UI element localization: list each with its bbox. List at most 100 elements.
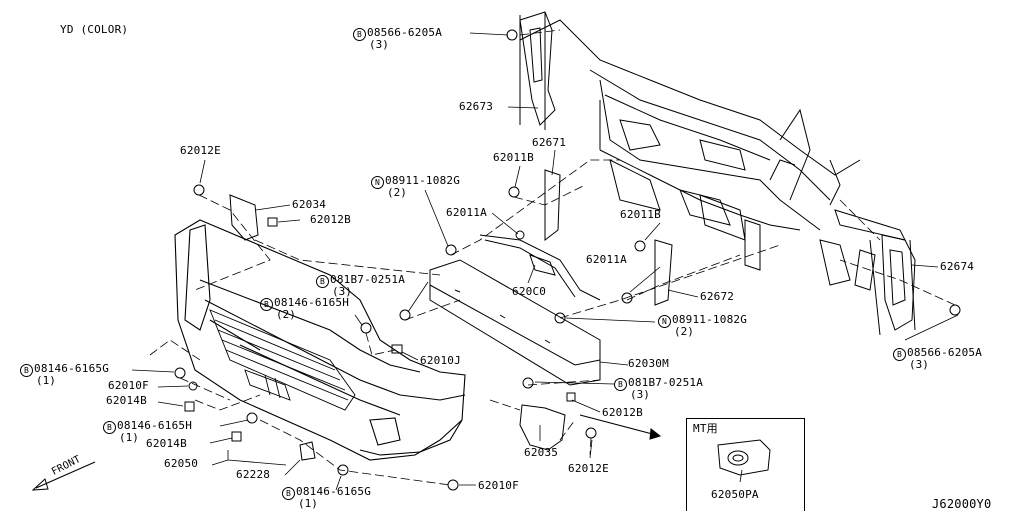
- callout-62012b: 62012B: [310, 214, 351, 226]
- callout-62672: 62672: [700, 291, 734, 303]
- callout-part-number: 08566-6205A: [907, 346, 983, 359]
- callout-quantity: (3): [332, 285, 352, 298]
- callout-62035: 62035: [524, 447, 558, 459]
- callout-part-number: 62671: [532, 136, 567, 149]
- fastener-prefix-icon: B: [614, 378, 627, 391]
- callout-part-number: 62010J: [420, 354, 461, 367]
- fog-bracket-62035: [519, 404, 566, 451]
- callout-quantity: (1): [119, 431, 139, 444]
- bracket-62673: [519, 11, 556, 130]
- arrow-line: [579, 414, 661, 437]
- bracket-62672: [654, 239, 673, 306]
- fastener-prefix-icon: B: [893, 348, 906, 361]
- plate-62228: [299, 441, 316, 461]
- callout-62014b: 62014B: [146, 438, 187, 450]
- callout-62011b: 62011B: [620, 209, 661, 221]
- variant-label: YD (COLOR): [60, 23, 129, 36]
- front-arrow-head: [31, 478, 49, 491]
- callout-part-number: 08911-1082G: [385, 174, 461, 187]
- bracket-62671: [544, 169, 561, 242]
- bumper-fascia: [174, 219, 466, 461]
- grille: [209, 309, 356, 411]
- callout-part-number: 62010F: [108, 379, 149, 392]
- fastener-prefix-icon: B: [260, 298, 273, 311]
- inset-box: MT用 62050PA: [686, 418, 805, 511]
- stay-620C0: [479, 234, 601, 301]
- callout-62010f: 62010F: [478, 480, 519, 492]
- callout-part-number: 62030M: [628, 357, 669, 370]
- callout-part-number: 62014B: [106, 394, 147, 407]
- callout-part-number: 62012B: [310, 213, 351, 226]
- callout-quantity: (3): [630, 388, 650, 401]
- callout-part-number: 62011B: [620, 208, 661, 221]
- callout-part-number: 08566-6205A: [367, 26, 443, 39]
- callout-quantity: (2): [276, 308, 296, 321]
- callout-part-number: 62014B: [146, 437, 187, 450]
- callout-part-number: 62011A: [586, 253, 627, 266]
- fastener-prefix-icon: B: [282, 487, 295, 500]
- callout-part-number: 62012E: [568, 462, 609, 475]
- callout-part-number: 62228: [236, 468, 271, 481]
- callout-part-number: 620C0: [512, 285, 547, 298]
- vehicle-frame: [519, 19, 906, 291]
- callout-62014b: 62014B: [106, 395, 147, 407]
- callout-part-number: 08146-6165H: [274, 296, 350, 309]
- callout-62011a: 62011A: [446, 207, 487, 219]
- assembly-lines: [149, 29, 956, 486]
- callout-part-number: 62012B: [602, 406, 643, 419]
- callout-62011b: 62011B: [493, 152, 534, 164]
- callout-part-number: 62674: [940, 260, 975, 273]
- callout-62034: 62034: [292, 199, 326, 211]
- callout-62673: 62673: [459, 101, 493, 113]
- callout-62228: 62228: [236, 469, 270, 481]
- leader-lines: [131, 32, 959, 491]
- fastener-prefix-icon: B: [353, 28, 366, 41]
- callout-part-number: 62034: [292, 198, 327, 211]
- callout-part-number: 08146-6165G: [296, 485, 372, 498]
- inset-part: 62050PA: [711, 488, 759, 501]
- bracket-62034: [229, 194, 259, 241]
- fastener-prefix-icon: B: [316, 275, 329, 288]
- callout-part-number: 62011B: [493, 151, 534, 164]
- callout-part-number: 62673: [459, 100, 494, 113]
- inset-title: MT用: [693, 422, 718, 435]
- bracket-62674: [869, 234, 916, 336]
- fastener-prefix-icon: B: [20, 364, 33, 377]
- callout-62011a: 62011A: [586, 254, 627, 266]
- callout-quantity: (1): [36, 374, 56, 387]
- callout-62010j: 62010J: [420, 355, 461, 367]
- arrow-head: [649, 428, 662, 440]
- callout-62030m: 62030M: [628, 358, 669, 370]
- callout-62012b: 62012B: [602, 407, 643, 419]
- callout-part-number: 081B7-0251A: [330, 273, 406, 286]
- callout-62012e: 62012E: [568, 463, 609, 475]
- front-arrow-line: [35, 461, 96, 489]
- callout-quantity: (1): [298, 497, 318, 510]
- callout-62010f: 62010F: [108, 380, 149, 392]
- fastener-prefix-icon: N: [658, 315, 671, 328]
- fastener-prefix-icon: B: [103, 421, 116, 434]
- callout-quantity: (3): [369, 38, 389, 51]
- callout-part-number: 08146-6165G: [34, 362, 110, 375]
- callout-part-number: 08146-6165H: [117, 419, 193, 432]
- callout-620c0: 620C0: [512, 286, 546, 298]
- fastener-prefix-icon: N: [371, 176, 384, 189]
- drawing-code: J62000Y0: [932, 497, 992, 511]
- callout-part-number: 62012E: [180, 144, 221, 157]
- callout-quantity: (2): [387, 186, 407, 199]
- callout-part-number: 081B7-0251A: [628, 376, 704, 389]
- callout-part-number: 62011A: [446, 206, 487, 219]
- callout-part-number: 62672: [700, 290, 735, 303]
- callout-62671: 62671: [532, 137, 566, 149]
